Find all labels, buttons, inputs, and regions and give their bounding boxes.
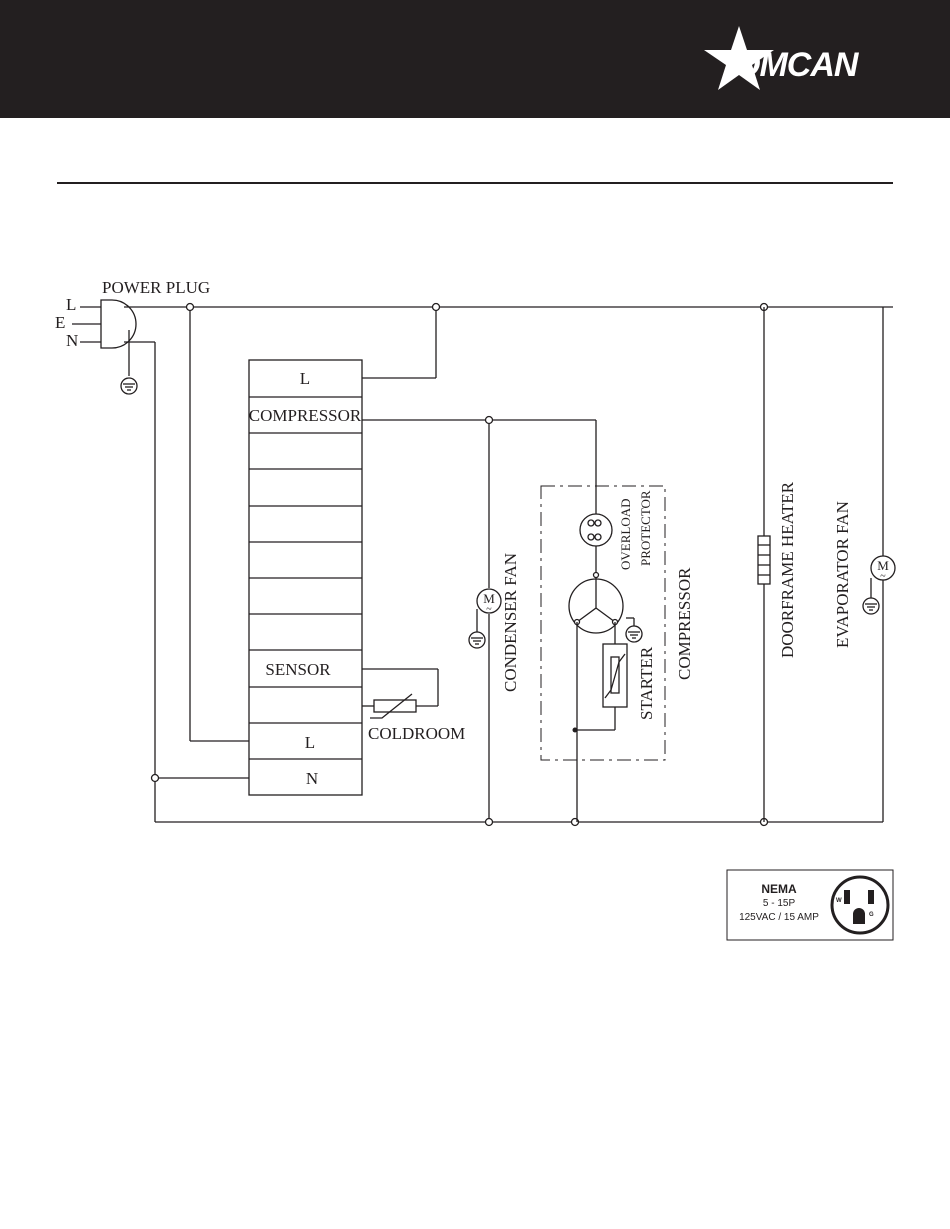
overload-label: OVERLOAD [618,499,633,571]
nema-rating: 125VAC / 15 AMP [739,912,819,923]
nema-outlet-icon: W G [832,877,888,933]
controller-row-l-top: L [300,369,310,388]
condenser-fan-label: CONDENSER FAN [501,553,520,692]
coldroom-sensor [362,669,438,718]
coldroom-label: COLDROOM [368,724,465,743]
doorframe-heater-icon [758,307,770,822]
protector-label: PROTECTOR [638,490,653,566]
controller-row-l-bottom: L [305,733,315,752]
nema-title: NEMA [761,882,797,896]
compressor-motor-icon [569,573,634,823]
compressor-label: COMPRESSOR [675,567,694,680]
doorframe-heater-label: DOORFRAME HEATER [778,481,797,658]
plug-pin-l: L [66,295,76,314]
evaporator-ground-icon [863,598,879,614]
nema-pin-w: W [836,898,842,904]
compressor-ground-icon [626,626,642,642]
starter-icon [573,644,628,733]
power-plug-label: POWER PLUG [102,278,210,297]
evaporator-motor-sub: ~ [880,571,886,582]
condenser-ground-icon [469,632,485,648]
controller-block [249,360,362,795]
plug-ground-icon [121,378,137,394]
plug-pin-e: E [55,313,65,332]
junction-dots [152,304,768,826]
condenser-motor-sub: ~ [486,604,492,615]
controller-row-sensor: SENSOR [265,660,331,679]
evaporator-fan-label: EVAPORATOR FAN [833,501,852,648]
controller-row-compressor: COMPRESSOR [249,406,362,425]
nema-pin-g: G [869,912,874,918]
controller-row-n: N [306,769,318,788]
nema-model: 5 - 15P [763,898,796,909]
overload-protector-icon [580,420,612,575]
starter-label: STARTER [637,646,656,720]
plug-pin-n: N [66,331,78,350]
